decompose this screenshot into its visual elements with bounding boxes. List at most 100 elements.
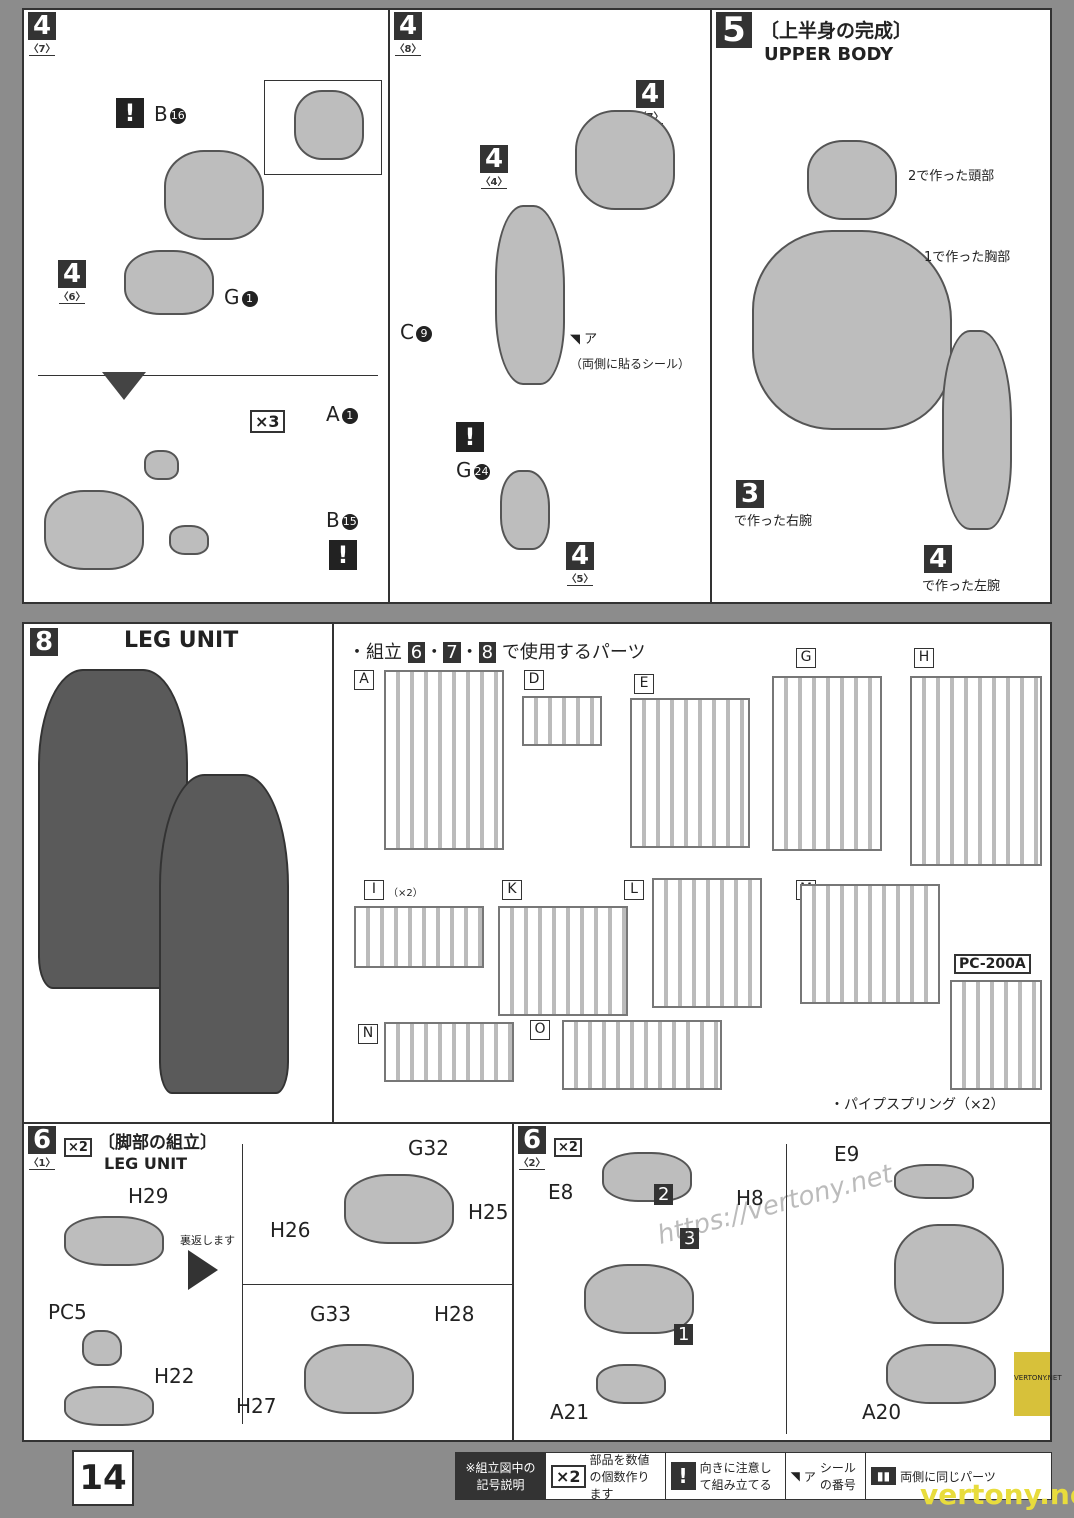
down-arrow-icon [102,372,146,400]
part-illustration [44,490,144,570]
part-illustration [584,1264,694,1334]
panel-step-5: 5 〔上半身の完成〕 UPPER BODY 2で作った頭部 1で作った胸部 3 … [710,8,1052,604]
divider [786,1144,787,1434]
head-label: 2で作った頭部 [908,169,995,184]
legend-both-sides: ▮▮両側に同じパーツ [866,1453,1001,1499]
runner-d [522,696,602,746]
runner-i-count: （×2） [388,888,423,899]
part-illustration [64,1386,154,1426]
part-label: H22 [154,1364,195,1388]
right-arm-label: で作った右腕 [734,514,813,529]
order-marker: 3 [680,1228,700,1249]
arm-illustration [942,330,1012,530]
runner-label-k: K [502,880,522,900]
runner-pc [950,980,1042,1090]
part-label: H28 [434,1302,475,1326]
step-sub: 〈7〉 [28,40,56,56]
divider [242,1144,243,1424]
runner-label-a: A [354,670,374,690]
panel-step-4-8: 4〈8〉 4〈7〉 4〈4〉 C9 ◥ ア （両側に貼るシール） ! G24 4… [388,8,712,604]
legend-seal: ◥アシールの番号 [786,1453,866,1499]
runner-label-l: L [624,880,644,900]
runner-label-e: E [634,674,654,694]
part-label: H8 [736,1186,764,1210]
left-arm-label: で作った左腕 [922,579,1001,594]
seal-label: ◥ ア [570,332,598,347]
title: LEG UNIT [124,628,239,653]
panel-parts-list: ・組立 6・7・8 で使用するパーツ A D E G H I （×2） K L … [332,622,1052,1124]
runner-k [498,906,628,1016]
part-label: H29 [128,1184,169,1208]
title-jp: 〔脚部の組立〕 [98,1133,217,1153]
runner-o [562,1020,722,1090]
order-marker: 1 [674,1324,694,1345]
seal-note: （両側に貼るシール） [570,357,691,371]
part-label: H25 [468,1200,509,1224]
runner-label-pc: PC-200A [954,954,1031,974]
warning-icon: ! [329,540,357,570]
part-label: H27 [236,1394,277,1418]
watermark-site: vertony.net [920,1478,1074,1511]
step-badge: 4〈4〉 [480,144,508,189]
part-illustration [894,1224,1004,1324]
flip-note: 裏返します [180,1234,235,1247]
part-illustration [82,1330,122,1366]
part-label: PC5 [48,1300,87,1324]
runner-label-d: D [524,670,544,690]
step-badge: 4〈5〉 [566,541,594,586]
multiplier-badge: ×2 [64,1138,92,1157]
multiplier-badge: ×3 [250,410,285,433]
part-label: G32 [408,1136,449,1160]
part-label: E9 [834,1142,860,1166]
part-illustration [294,90,364,160]
runner-label-h: H [914,648,934,668]
warning-icon: ! [456,422,484,452]
step-badge: 5 [716,12,752,48]
runner-a [384,670,504,850]
order-marker: 2 [654,1184,674,1205]
right-arrow-icon [188,1250,218,1290]
multiplier-badge: ×2 [554,1138,582,1157]
runner-i [354,906,484,968]
title-jp: 〔上半身の完成〕 [760,20,913,42]
chest-label: 1で作った胸部 [924,250,1011,265]
runner-label-n: N [358,1024,378,1044]
part-illustration [602,1152,692,1202]
runner-n [384,1022,514,1082]
runner-label-i: I [364,880,384,900]
part-illustration [164,150,264,240]
part-illustration [64,1216,164,1266]
leg-illustration [159,774,289,1094]
part-illustration [304,1344,414,1414]
part-label: A21 [550,1400,590,1424]
part-illustration [575,110,675,210]
runner-label-g: G [796,648,816,668]
pipe-spring-label: ・パイプスプリング（×2） [830,1097,1005,1113]
part-illustration [596,1364,666,1404]
part-illustration [894,1164,974,1199]
runner-m [800,884,940,1004]
part-illustration [144,450,179,480]
title-en: UPPER BODY [764,44,894,65]
panel-step-6-2: 6〈2〉 ×2 E8 H8 A21 E9 A20 2 3 1 https://v… [512,1122,1062,1442]
divider [242,1284,514,1285]
legend-warning: !向きに注意して組み立てる [666,1453,786,1499]
part-illustration [169,525,209,555]
part-label: E8 [548,1180,574,1204]
detail-inset [264,80,382,175]
step-badge: 4〈6〉 [58,259,86,304]
panel-leg-unit: 6 7 8 LEG UNIT [22,622,334,1124]
runner-e [630,698,750,848]
page-number: 14 [72,1450,134,1506]
step-badge: 6〈2〉 [518,1125,546,1170]
part-illustration [886,1344,996,1404]
watermark-badge: VERTONY.NET [1014,1352,1062,1416]
